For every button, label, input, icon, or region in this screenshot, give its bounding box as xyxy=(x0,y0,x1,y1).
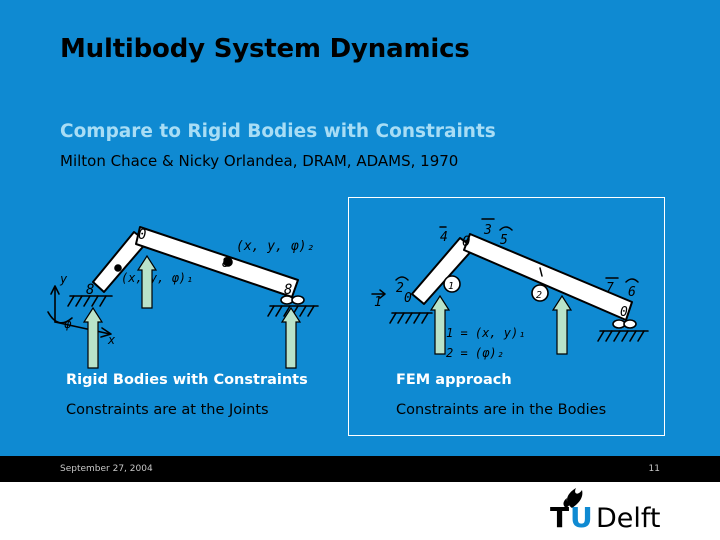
label-axis-y: y xyxy=(59,272,68,286)
fem-panel-text: Constraints are in the Bodies xyxy=(396,402,607,418)
fem-label-node-left: 0 xyxy=(404,291,412,306)
fem-ground-right xyxy=(597,319,649,342)
page-number: 11 xyxy=(648,464,660,474)
label-axis-x: x xyxy=(107,333,116,347)
load-arrows xyxy=(82,254,573,369)
load-arrow-fem-right xyxy=(551,294,573,355)
ground-support-left xyxy=(67,295,113,307)
fem-label-dof-2: 2 xyxy=(396,281,404,296)
flame-icon xyxy=(563,488,583,508)
load-arrow-body1 xyxy=(136,254,158,309)
fem-legend-2: 2 = (φ)₂ xyxy=(446,346,504,360)
fem-label-dof-3: 3 xyxy=(483,223,492,238)
label-axis-phi: φ xyxy=(64,317,72,331)
ground-support-right xyxy=(267,295,319,317)
rigid-link-right xyxy=(135,226,299,298)
fem-label-dof-6: 6 xyxy=(628,285,636,300)
fem-label-dof-1: 1 xyxy=(374,295,382,310)
fem-label-node-top: 0 xyxy=(462,234,470,250)
rigid-panel-text: Constraints are at the Joints xyxy=(66,402,269,418)
logo-delft: Delft xyxy=(596,503,661,534)
label-joint-top: 0 xyxy=(138,227,146,243)
rigid-panel-heading: Rigid Bodies with Constraints xyxy=(66,372,308,388)
load-arrow-left-joint xyxy=(82,306,104,369)
fem-sketch xyxy=(371,218,649,342)
fem-element-marker-2 xyxy=(531,284,549,302)
fem-label-element-1: 1 xyxy=(448,281,454,292)
fem-legend-1: 1 = (x, y)₁ xyxy=(446,326,525,340)
slide-byline: Milton Chace & Nicky Orlandea, DRAM, ADA… xyxy=(60,152,459,170)
logo-t: T xyxy=(550,501,570,534)
label-joint-left: 8 xyxy=(86,282,94,298)
fem-label-dof-4: 4 xyxy=(440,230,448,245)
tudelft-logo: T U Delft xyxy=(548,484,668,536)
mechanism-sketches: 0 8 8 8 (x, y, φ)₂ (x, y, φ)₁ y x φ xyxy=(47,218,649,369)
slide-content: Multibody System Dynamics Compare to Rig… xyxy=(0,0,720,456)
label-coord-body2: (x, y, φ)₂ xyxy=(236,239,314,254)
slide-subtitle: Compare to Rigid Bodies with Constraints xyxy=(60,121,496,142)
fem-panel-heading: FEM approach xyxy=(396,372,512,388)
fem-label-element-2: 2 xyxy=(536,290,542,301)
footer-bar: September 27, 2004 11 xyxy=(0,456,720,482)
fem-panel-frame xyxy=(348,197,665,436)
load-arrow-right-joint xyxy=(280,306,302,369)
label-joint-mid: 8 xyxy=(222,256,230,271)
fem-label-dof-7: 7 xyxy=(606,281,614,296)
fem-label-dof-5: 5 xyxy=(500,233,508,248)
fem-dof-arrows xyxy=(371,218,639,299)
footer-date: September 27, 2004 xyxy=(60,464,153,474)
fem-element-marker-1 xyxy=(443,275,461,293)
coordinate-axes xyxy=(47,257,233,338)
label-joint-right: 8 xyxy=(284,282,292,298)
slide-title: Multibody System Dynamics xyxy=(60,34,470,64)
fem-ground-left xyxy=(389,312,433,324)
label-coord-body1: (x, y, φ)₁ xyxy=(121,271,193,285)
fem-beam-right xyxy=(463,233,633,321)
fem-sketch-labels: 0 0 0 1 2 4 3 5 2 1 7 6 1 = (x, y)₁ 2 = … xyxy=(374,223,636,360)
rigid-body-sketch xyxy=(47,226,319,338)
load-arrow-fem-left xyxy=(429,294,451,355)
rigid-sketch-labels: 0 8 8 8 (x, y, φ)₂ (x, y, φ)₁ y x φ xyxy=(59,227,314,347)
fem-label-node-right: 0 xyxy=(620,305,628,320)
logo-u: U xyxy=(570,501,593,534)
